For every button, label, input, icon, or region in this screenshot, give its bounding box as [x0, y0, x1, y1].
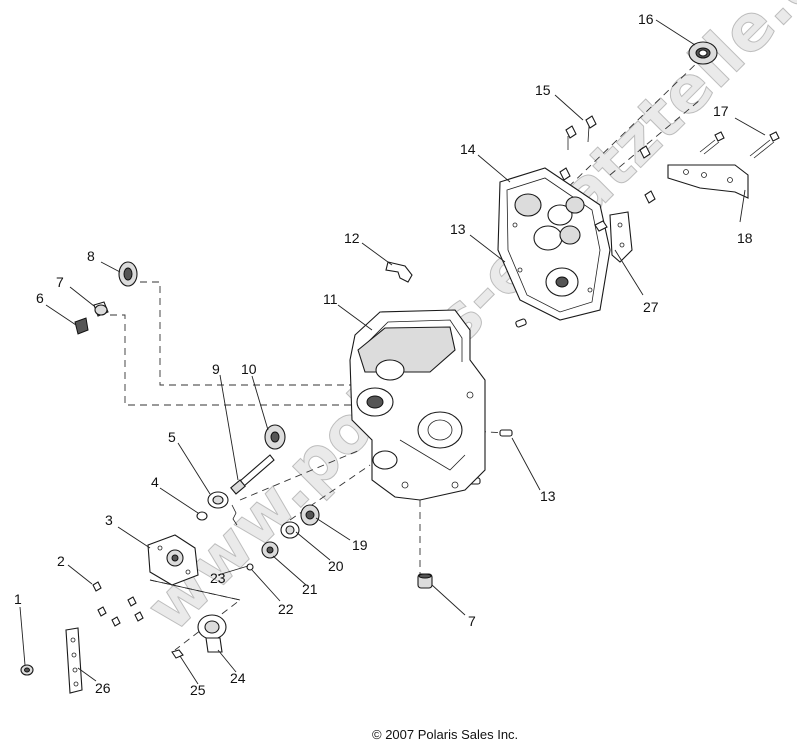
- part-11-housing: [349, 309, 486, 501]
- part-9-shaft: [230, 454, 275, 495]
- callout-2: 2: [57, 553, 65, 569]
- callout-15: 15: [535, 82, 551, 98]
- part-26-plate: [65, 627, 83, 694]
- callout-21: 21: [302, 581, 318, 597]
- callout-3: 3: [105, 512, 113, 528]
- callout-11: 11: [323, 291, 338, 307]
- part-17-bolts: [699, 131, 780, 159]
- part-19-gear: [300, 504, 320, 526]
- callout-4: 4: [151, 474, 159, 490]
- callout-1: 1: [14, 591, 22, 607]
- part-10-gear: [264, 424, 286, 450]
- part-22-pin: [246, 563, 254, 571]
- part-7-plug: [417, 573, 433, 589]
- callout-6: 6: [36, 290, 44, 306]
- part-4-ring: [196, 511, 208, 521]
- part-15-bolts: [559, 115, 656, 204]
- part-24-actuator: [197, 614, 227, 653]
- part-2-bolts: [92, 581, 144, 627]
- callout-16: 16: [638, 11, 654, 27]
- callout-23: 23: [210, 570, 226, 586]
- part-18-bracket: [667, 164, 749, 199]
- leader-lines: [19, 19, 766, 685]
- part-1-nut: [20, 664, 34, 676]
- part-12-clip: [385, 261, 413, 283]
- callout-10: 10: [241, 361, 257, 377]
- part-25-nut: [171, 649, 184, 659]
- part-21-gear: [261, 541, 279, 559]
- callout-7-bottom: 7: [468, 613, 476, 629]
- part-5-bearing: [207, 491, 238, 526]
- callout-labels: 1 2 3 4 5 6 7 7 8 9 10 11 12 13 13 14 15…: [14, 11, 753, 698]
- callout-12: 12: [344, 230, 360, 246]
- part-16-bearing: [688, 41, 718, 65]
- part-3-block: [147, 534, 199, 586]
- callout-26: 26: [95, 680, 111, 696]
- callout-13-bottom: 13: [540, 488, 556, 504]
- copyright-notice: © 2007 Polaris Sales Inc.: [372, 727, 518, 742]
- part-6-clip: [74, 317, 89, 335]
- callout-13-top: 13: [450, 221, 466, 237]
- callout-22: 22: [278, 601, 294, 617]
- callout-7-top: 7: [56, 274, 64, 290]
- callout-9: 9: [212, 361, 220, 377]
- callout-5: 5: [168, 429, 176, 445]
- callout-19: 19: [352, 537, 368, 553]
- part-20-washer: [280, 521, 300, 539]
- callout-27: 27: [643, 299, 659, 315]
- callout-17: 17: [713, 103, 729, 119]
- callout-24: 24: [230, 670, 246, 686]
- part-14-cover: [497, 167, 611, 321]
- callout-8: 8: [87, 248, 95, 264]
- callout-20: 20: [328, 558, 344, 574]
- callout-18: 18: [737, 230, 753, 246]
- callout-14: 14: [460, 141, 476, 157]
- part-27-bracket: [594, 211, 633, 263]
- callout-25: 25: [190, 682, 206, 698]
- part-8-seal: [118, 261, 138, 287]
- part-7-cap: [93, 301, 109, 317]
- part-23-sensor: [149, 579, 241, 601]
